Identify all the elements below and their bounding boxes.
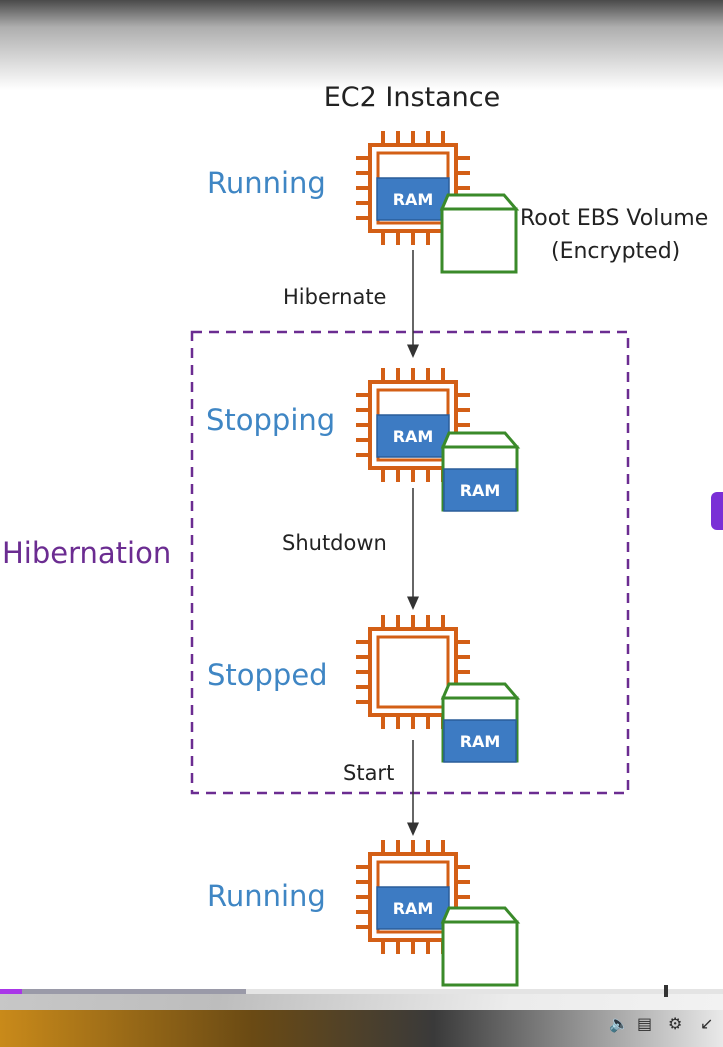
state-stopped: Stopped — [207, 658, 328, 692]
volume-running — [439, 193, 520, 274]
hibernation-boundary — [190, 330, 630, 795]
volume-body — [440, 207, 518, 274]
chip-ram-box: RAM — [376, 177, 450, 221]
ram-box-rect — [443, 719, 517, 763]
ram-label: RAM — [460, 481, 501, 500]
volume-lid — [440, 431, 521, 449]
progress-track[interactable] — [0, 989, 723, 994]
fullscreen-exit-icon[interactable]: ↙ — [700, 1014, 714, 1033]
volume-ram-box: RAM — [443, 719, 517, 763]
volume-label-line2: (Encrypted) — [551, 239, 680, 264]
ram-label: RAM — [393, 899, 434, 918]
chips-layer: RAM RAM RAM RAM RAM — [356, 131, 521, 987]
settings-icon[interactable]: ⚙ — [668, 1014, 683, 1033]
progress-buffer — [0, 989, 246, 994]
state-running-again: Running — [207, 879, 326, 913]
ram-box-rect — [376, 414, 450, 458]
progress-played — [0, 989, 22, 994]
hibernation-label: Hibernation — [2, 536, 171, 570]
volume-ram-box: RAM — [443, 468, 517, 512]
volume-lid — [439, 193, 520, 211]
side-tab[interactable] — [711, 492, 723, 530]
ram-box-rect — [376, 177, 450, 221]
volume-label-line1: Root EBS Volume — [520, 206, 708, 231]
volume-body — [441, 920, 519, 987]
captions-icon[interactable]: ▤ — [637, 1014, 653, 1033]
transition-start: Start — [343, 761, 394, 785]
transition-shutdown: Shutdown — [282, 531, 387, 555]
volume-running-again — [440, 906, 521, 987]
transition-hibernate: Hibernate — [283, 285, 386, 309]
chip-running-again: RAM — [356, 840, 470, 954]
diagram-title: EC2 Instance — [324, 82, 501, 113]
video-player-gradient — [0, 1010, 723, 1047]
chip-ram-box: RAM — [376, 886, 450, 930]
volume-stopped: RAM — [440, 682, 521, 763]
volume-stopping: RAM — [440, 431, 521, 512]
state-running: Running — [207, 166, 326, 200]
volume-icon[interactable]: 🔈 — [609, 1014, 629, 1033]
chip-core — [376, 635, 450, 709]
top-shade — [0, 0, 723, 90]
ram-label: RAM — [393, 427, 434, 446]
volume-lid — [440, 682, 521, 700]
progress-marker — [664, 985, 668, 997]
ram-label: RAM — [393, 190, 434, 209]
state-stopping: Stopping — [206, 403, 335, 437]
volume-lid — [440, 906, 521, 924]
ram-label: RAM — [460, 732, 501, 751]
ram-box-rect — [443, 468, 517, 512]
chip-ram-box: RAM — [376, 414, 450, 458]
